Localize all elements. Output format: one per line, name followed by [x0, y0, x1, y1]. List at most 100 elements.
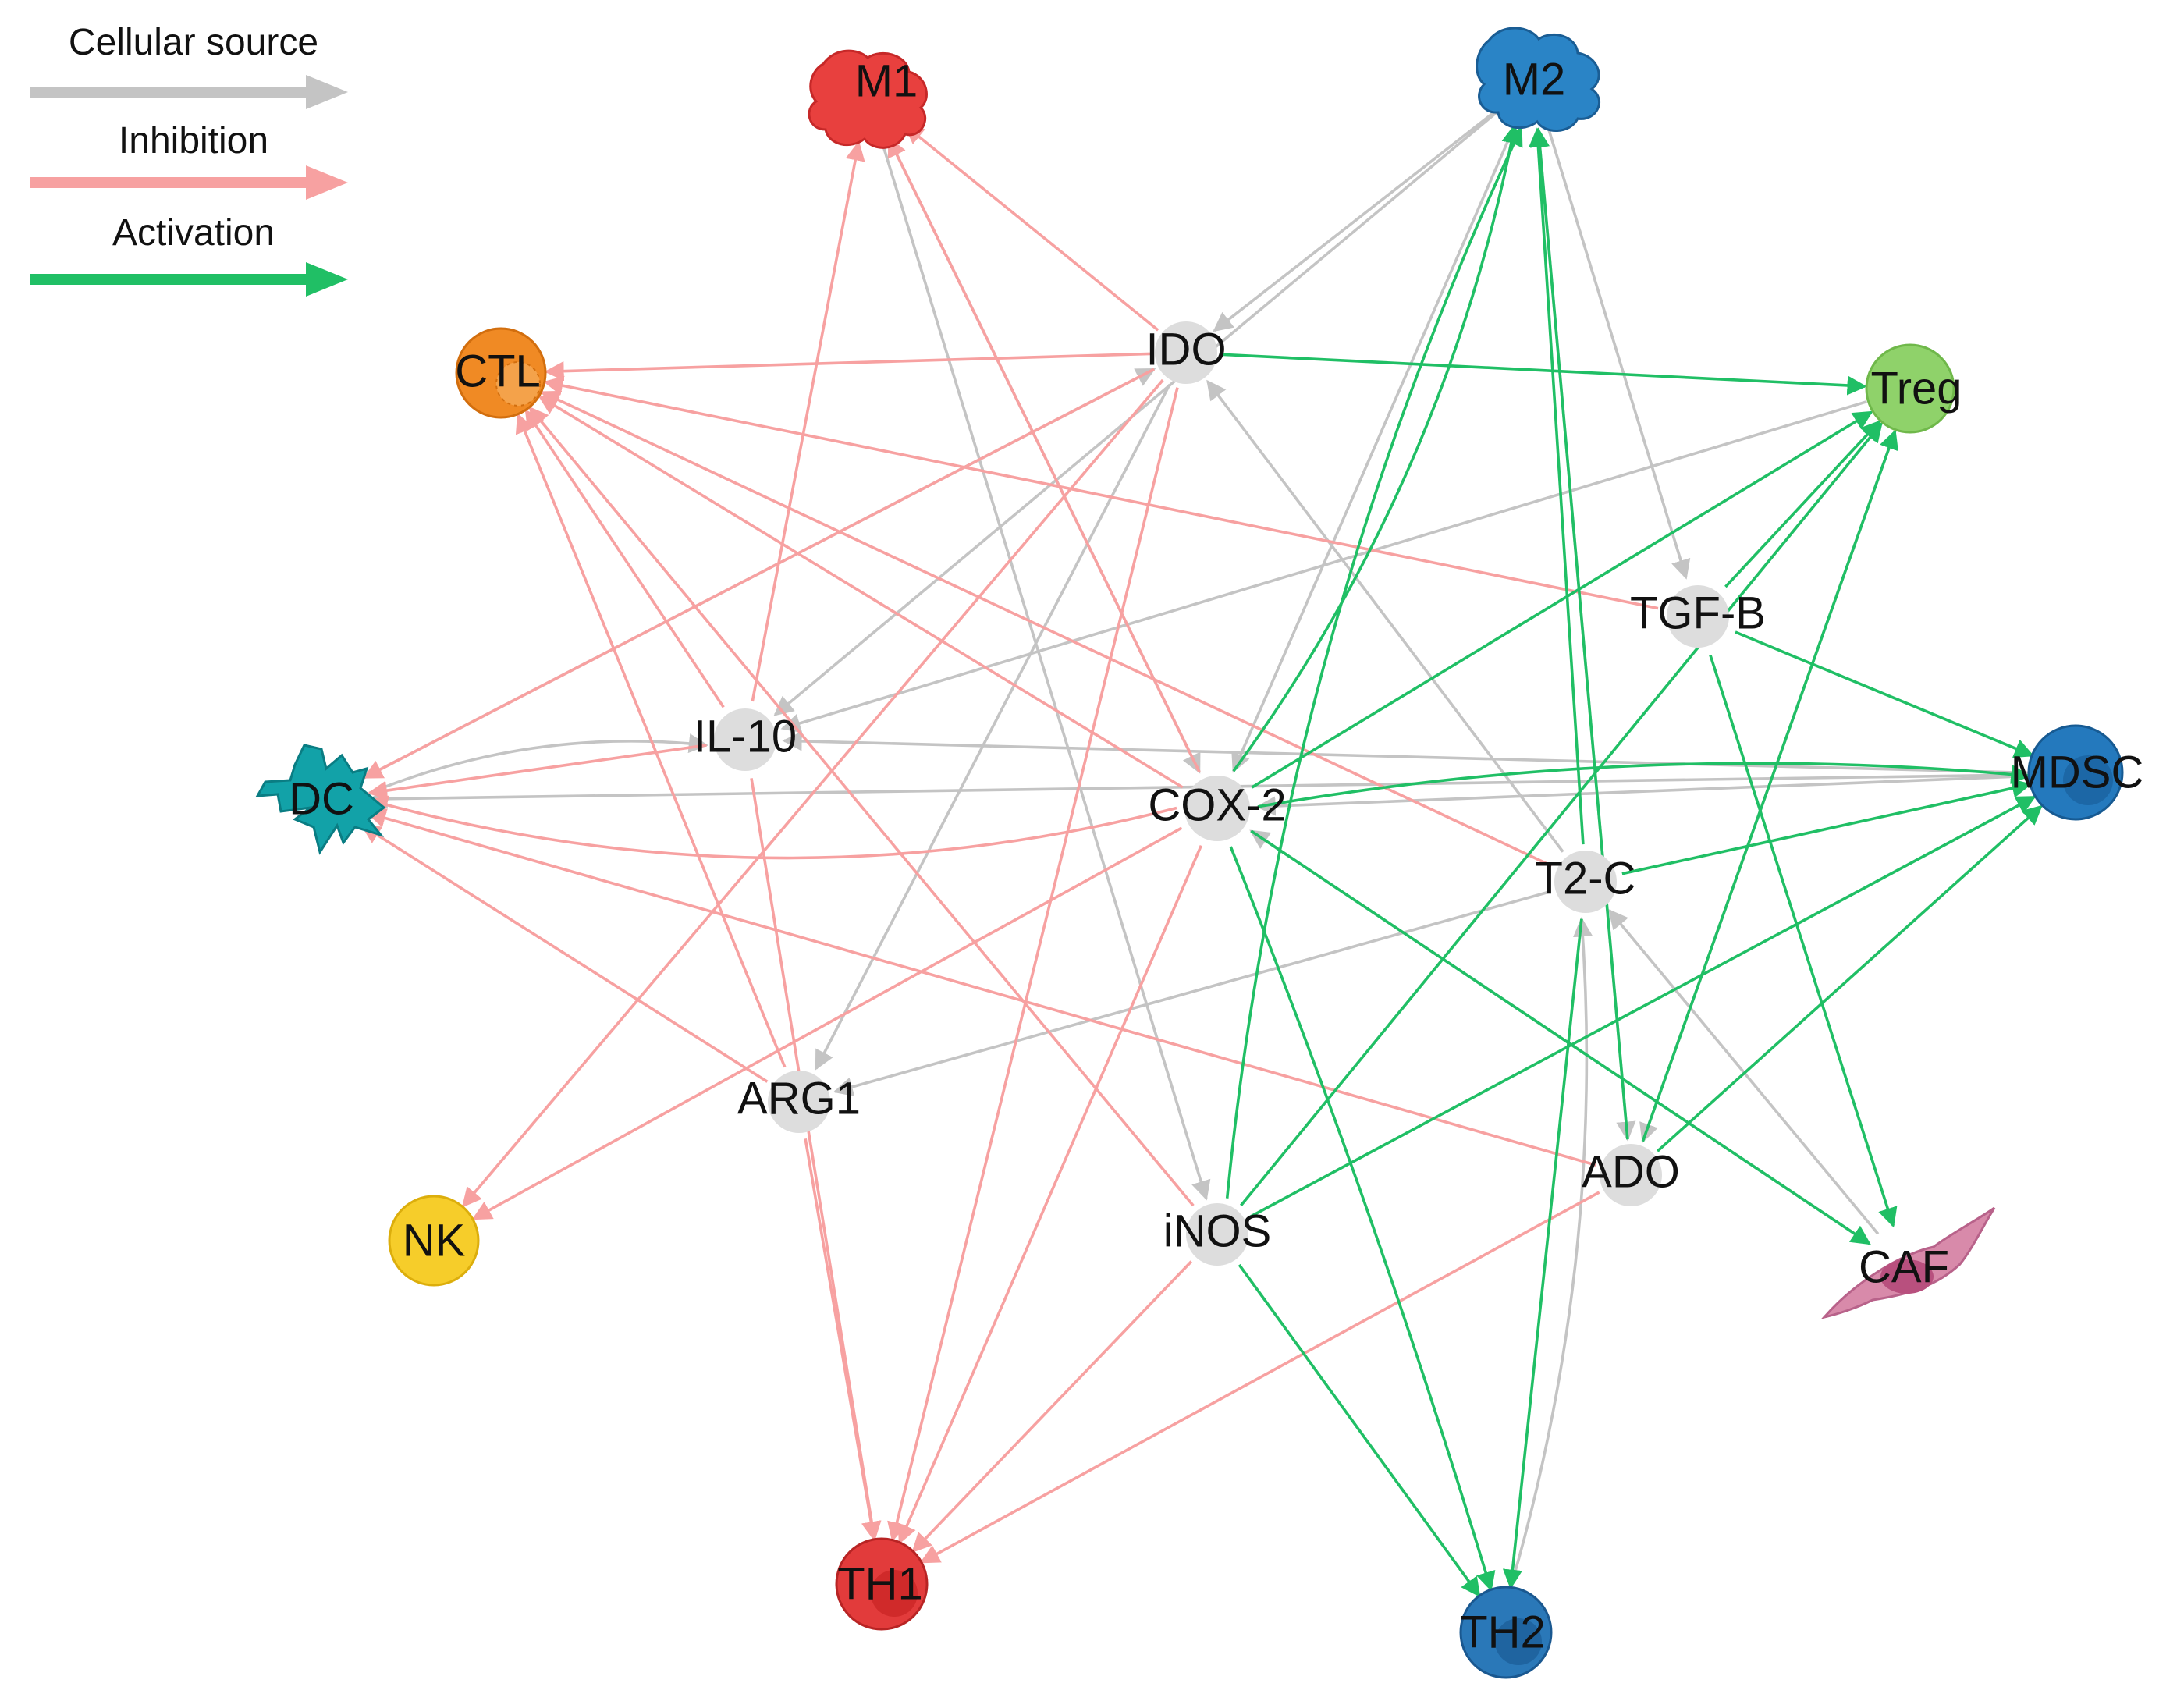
m1-macrophage-shape: [808, 49, 928, 149]
edge-source-treg-to-il10: [780, 400, 1868, 733]
edge-inhibition-inos-to-th1: [911, 1260, 1193, 1554]
edge-activation-cox2-to-m2: [1232, 123, 1522, 772]
edge-activation-t2c-to-th2: [1502, 918, 1583, 1589]
edge-source-t2c-to-ido: [1206, 379, 1564, 853]
node-label-m2: M2: [1503, 54, 1566, 105]
edge-inhibition-ado-to-th1: [919, 1191, 1600, 1564]
edge-activation-ado-to-mdsc: [1656, 804, 2043, 1152]
edge-activation-tgfb-to-caf: [1709, 654, 1898, 1228]
edge-activation-inos-to-treg: [1240, 421, 1883, 1207]
edge-source-dc-to-il10: [368, 733, 709, 794]
edge-activation-cox2-to-caf: [1250, 829, 1871, 1245]
node-th1: TH1: [835, 1537, 929, 1631]
node-t2c: T2-C: [1536, 851, 1636, 913]
node-label-dc: DC: [289, 773, 354, 824]
edge-inhibition-arg1-to-th1: [804, 1138, 881, 1542]
edge-inhibition-cox2-to-ctl: [538, 395, 1184, 789]
arg1-node-circle: [768, 1071, 830, 1133]
node-cox2: COX-2: [1148, 776, 1287, 841]
node-label-t2c: T2-C: [1536, 853, 1636, 904]
node-label-treg: Treg: [1870, 363, 1962, 414]
edge-inhibition-cox2-to-th1: [897, 844, 1203, 1545]
edge-source-t2c-to-arg1: [833, 890, 1550, 1097]
edge-inhibition-ido-to-nk: [461, 378, 1164, 1208]
node-m2: M2: [1476, 27, 1601, 132]
edge-activation-tgfb-to-treg: [1724, 420, 1881, 588]
edge-activation-cox2-to-mdsc: [1257, 762, 2031, 808]
cox2-node-circle: [1184, 776, 1250, 841]
node-ido: IDO: [1145, 321, 1227, 384]
edge-inhibition-ido-to-th1: [887, 387, 1179, 1543]
edge-activation-t2c-to-mdsc: [1621, 778, 2032, 875]
mdsc-nucleus: [2063, 755, 2113, 805]
legend-arrow-activation: [30, 262, 348, 297]
edge-activation-tgfb-to-mdsc: [1735, 630, 2035, 758]
node-label-cox2: COX-2: [1148, 780, 1286, 830]
edge-layer: [360, 109, 2043, 1598]
node-m1: M1: [808, 49, 928, 149]
node-label-il10: IL-10: [694, 711, 797, 762]
node-label-th1: TH1: [837, 1558, 923, 1609]
legend-label-inhibition: Inhibition: [119, 120, 268, 162]
edge-inhibition-il10-to-dc: [367, 744, 707, 801]
edge-activation-cox2-to-th2: [1229, 846, 1496, 1592]
treg-cell-shape: [1865, 343, 1955, 434]
node-il10: IL-10: [694, 708, 797, 771]
m2-macrophage-shape: [1476, 27, 1601, 132]
edge-activation-inos-to-th2: [1238, 1263, 1481, 1598]
edge-inhibition-cox2-to-m1: [887, 137, 1201, 773]
edge-inhibition-ido-to-ctl: [544, 352, 1151, 382]
node-label-caf: CAF: [1859, 1241, 1949, 1292]
edge-inhibition-ado-to-dc: [366, 808, 1597, 1167]
node-label-inos: iNOS: [1163, 1206, 1272, 1256]
node-label-ado: ADO: [1582, 1146, 1680, 1197]
legend-arrow-cellular-source: [30, 75, 348, 109]
node-caf: CAF: [1820, 1206, 1996, 1319]
node-label-nk: NK: [403, 1215, 466, 1266]
edge-inhibition-ido-to-m1: [904, 124, 1159, 332]
t2c-node-circle: [1554, 851, 1617, 913]
caf-nucleus: [1880, 1259, 1934, 1294]
edge-source-m2-to-tgfb: [1547, 126, 1691, 580]
edge-activation-t2c-to-m2: [1528, 127, 1585, 845]
node-label-ctl: CTL: [455, 346, 541, 396]
node-nk: NK: [388, 1195, 480, 1287]
edge-inhibition-arg1-to-ctl: [515, 413, 787, 1068]
edge-activation-cox2-to-treg: [1251, 410, 1873, 789]
edge-activation-ado-to-treg: [1641, 429, 1898, 1142]
ido-node-circle: [1155, 321, 1217, 384]
legend-label-cellular-source: Cellular source: [69, 22, 318, 63]
edge-activation-inos-to-mdsc: [1249, 795, 2037, 1218]
th2-nucleus: [1495, 1618, 1542, 1665]
edge-source-mdsc-to-il10: [782, 731, 2030, 775]
edge-inhibition-cox2-to-dc: [368, 795, 1177, 860]
edge-inhibition-il10-to-th1: [750, 778, 882, 1542]
node-arg1: ARG1: [737, 1071, 861, 1133]
edge-inhibition-ido-to-dc: [362, 368, 1155, 780]
nk-cell-shape: [388, 1195, 480, 1287]
edge-inhibition-cox2-to-nk: [471, 826, 1183, 1220]
node-label-arg1: ARG1: [737, 1073, 861, 1124]
dc-dendritic-shape: [255, 744, 386, 855]
ado-node-circle: [1600, 1144, 1662, 1206]
node-layer: M1 M2 CTL Treg DC MDSC NK: [255, 27, 2143, 1679]
node-treg: Treg: [1865, 343, 1962, 434]
edge-activation-ado-to-m2: [1529, 127, 1629, 1140]
tgfb-node-circle: [1667, 585, 1729, 648]
inos-node-circle: [1186, 1203, 1248, 1266]
node-dc: DC: [255, 744, 386, 855]
node-mdsc: MDSC: [2011, 724, 2143, 821]
edge-source-ido-to-arg1: [815, 384, 1171, 1071]
ctl-nucleus: [495, 361, 541, 407]
node-label-tgfb: TGF-B: [1630, 588, 1766, 638]
legend-arrow-inhibition: [30, 165, 348, 200]
edge-source-th2-to-t2c: [1509, 917, 1593, 1588]
legend-label-activation: Activation: [112, 212, 275, 254]
edge-source-m2-to-cox2: [1231, 125, 1516, 773]
edge-inhibition-tgfb-to-ctl: [543, 375, 1659, 610]
node-inos: iNOS: [1163, 1203, 1272, 1266]
node-label-m1: M1: [855, 55, 918, 106]
il10-node-circle: [714, 708, 776, 771]
node-th2: TH2: [1459, 1586, 1553, 1679]
